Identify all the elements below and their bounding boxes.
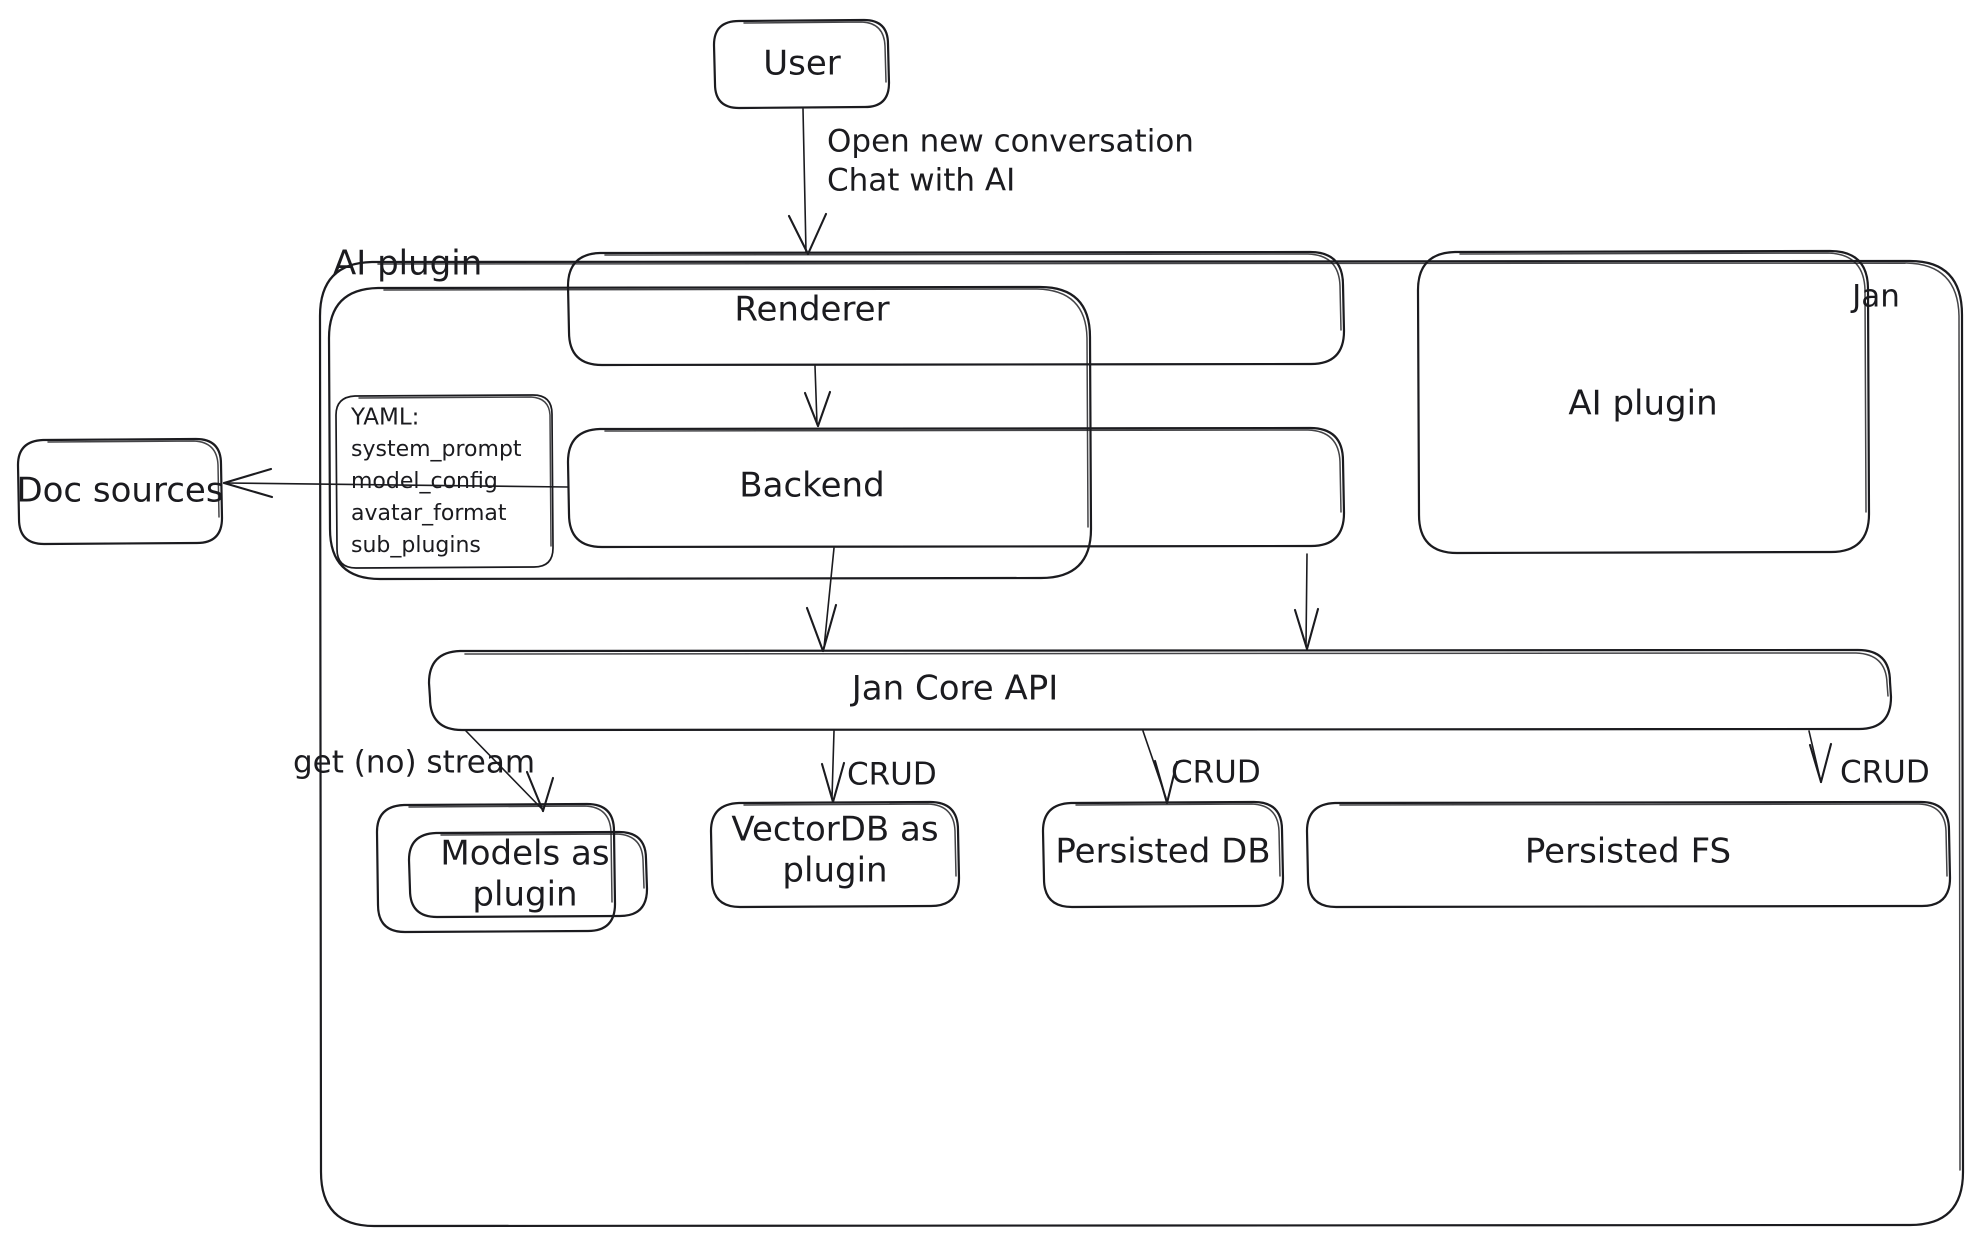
edge-label-open-new-conversation: Open new conversation <box>827 124 1194 160</box>
edge-backend-to-doc-sources <box>222 467 569 499</box>
yaml-header: YAML: <box>350 405 419 431</box>
yaml-key-3: sub_plugins <box>351 533 481 558</box>
renderer-label: Renderer <box>734 290 889 330</box>
edge-core-api-to-persisted-db <box>1142 730 1179 805</box>
edge-label-get-no-stream: get (no) stream <box>293 745 535 781</box>
backend-label: Backend <box>739 466 884 506</box>
yaml-card[interactable] <box>335 394 554 569</box>
edge-label-crud-vectordb: CRUD <box>847 757 937 793</box>
user-box[interactable] <box>712 18 891 110</box>
jan-container[interactable] <box>318 259 1965 1228</box>
edge-user-to-renderer <box>787 108 828 256</box>
user-label: User <box>763 44 841 84</box>
edge-core-api-to-persisted-fs <box>1808 730 1833 784</box>
persisted-db-box[interactable] <box>1041 800 1285 909</box>
models-as-plugin-label-line1: Models as <box>440 834 609 874</box>
edge-renderer-to-backend <box>803 365 832 428</box>
vectordb-as-plugin-label-line2: plugin <box>782 851 887 891</box>
ai-plugin-group[interactable] <box>327 285 1093 581</box>
ai-plugin-box-label: AI plugin <box>1568 384 1717 424</box>
ai-plugin-box[interactable] <box>1416 249 1871 555</box>
yaml-key-2: avatar_format <box>351 501 507 526</box>
backend-box[interactable] <box>566 426 1346 549</box>
edge-ai-plugin-to-core-api <box>1293 553 1320 651</box>
edge-label-crud-persisted-fs: CRUD <box>1840 755 1930 791</box>
persisted-db-label: Persisted DB <box>1055 832 1270 872</box>
edge-label-crud-persisted-db: CRUD <box>1171 755 1261 791</box>
persisted-fs-box[interactable] <box>1305 800 1952 909</box>
doc-sources-box[interactable] <box>16 437 224 546</box>
models-as-plugin-box[interactable] <box>407 830 649 919</box>
doc-sources-label: Doc sources <box>16 471 223 511</box>
jan-label: Jan <box>1850 279 1900 315</box>
renderer-box[interactable] <box>566 250 1346 367</box>
edge-label-chat-with-ai: Chat with AI <box>827 163 1015 199</box>
edge-backend-to-core-api <box>805 547 838 653</box>
ai-plugin-group-label: AI plugin <box>333 244 482 284</box>
yaml-key-1: model_config <box>351 469 498 494</box>
yaml-key-0: system_prompt <box>351 437 522 462</box>
persisted-fs-label: Persisted FS <box>1525 832 1731 872</box>
vectordb-as-plugin-box[interactable] <box>709 800 961 909</box>
edge-core-api-to-vectordb <box>820 730 846 804</box>
jan-core-api-label: Jan Core API <box>850 669 1059 709</box>
jan-core-api-box[interactable] <box>427 648 1893 732</box>
models-as-plugin-label-line2: plugin <box>472 875 577 915</box>
vectordb-as-plugin-label-line1: VectorDB as <box>731 810 938 850</box>
